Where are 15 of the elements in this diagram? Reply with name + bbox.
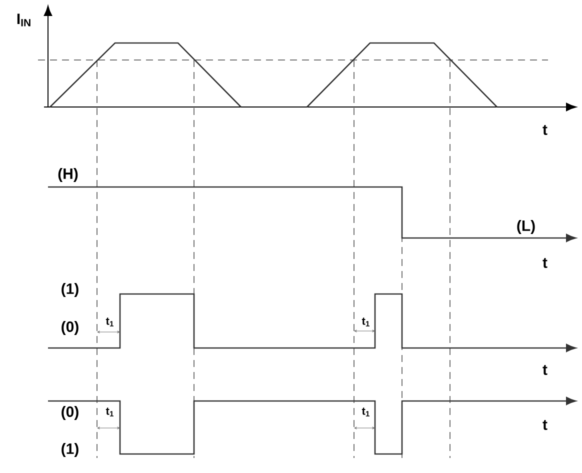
axis-label: I$_{IN}$ [17,14,30,26]
axis-label: t [542,258,548,268]
time-label: t$_{1}$ [106,318,114,326]
level-label: (H) [58,168,78,182]
axis-label: t [542,365,548,375]
axis-label: t [542,420,548,430]
time-label: t$_{1}$ [106,408,114,416]
time-label: t$_{1}$ [362,318,370,326]
axis-label: t [542,125,548,135]
level-label: (0) [62,406,78,420]
time-label: t$_{1}$ [362,408,370,416]
level-label: (0) [62,321,78,335]
level-label: (1) [62,443,78,457]
level-label: (1) [62,283,78,297]
level-label: (L) [517,220,535,234]
